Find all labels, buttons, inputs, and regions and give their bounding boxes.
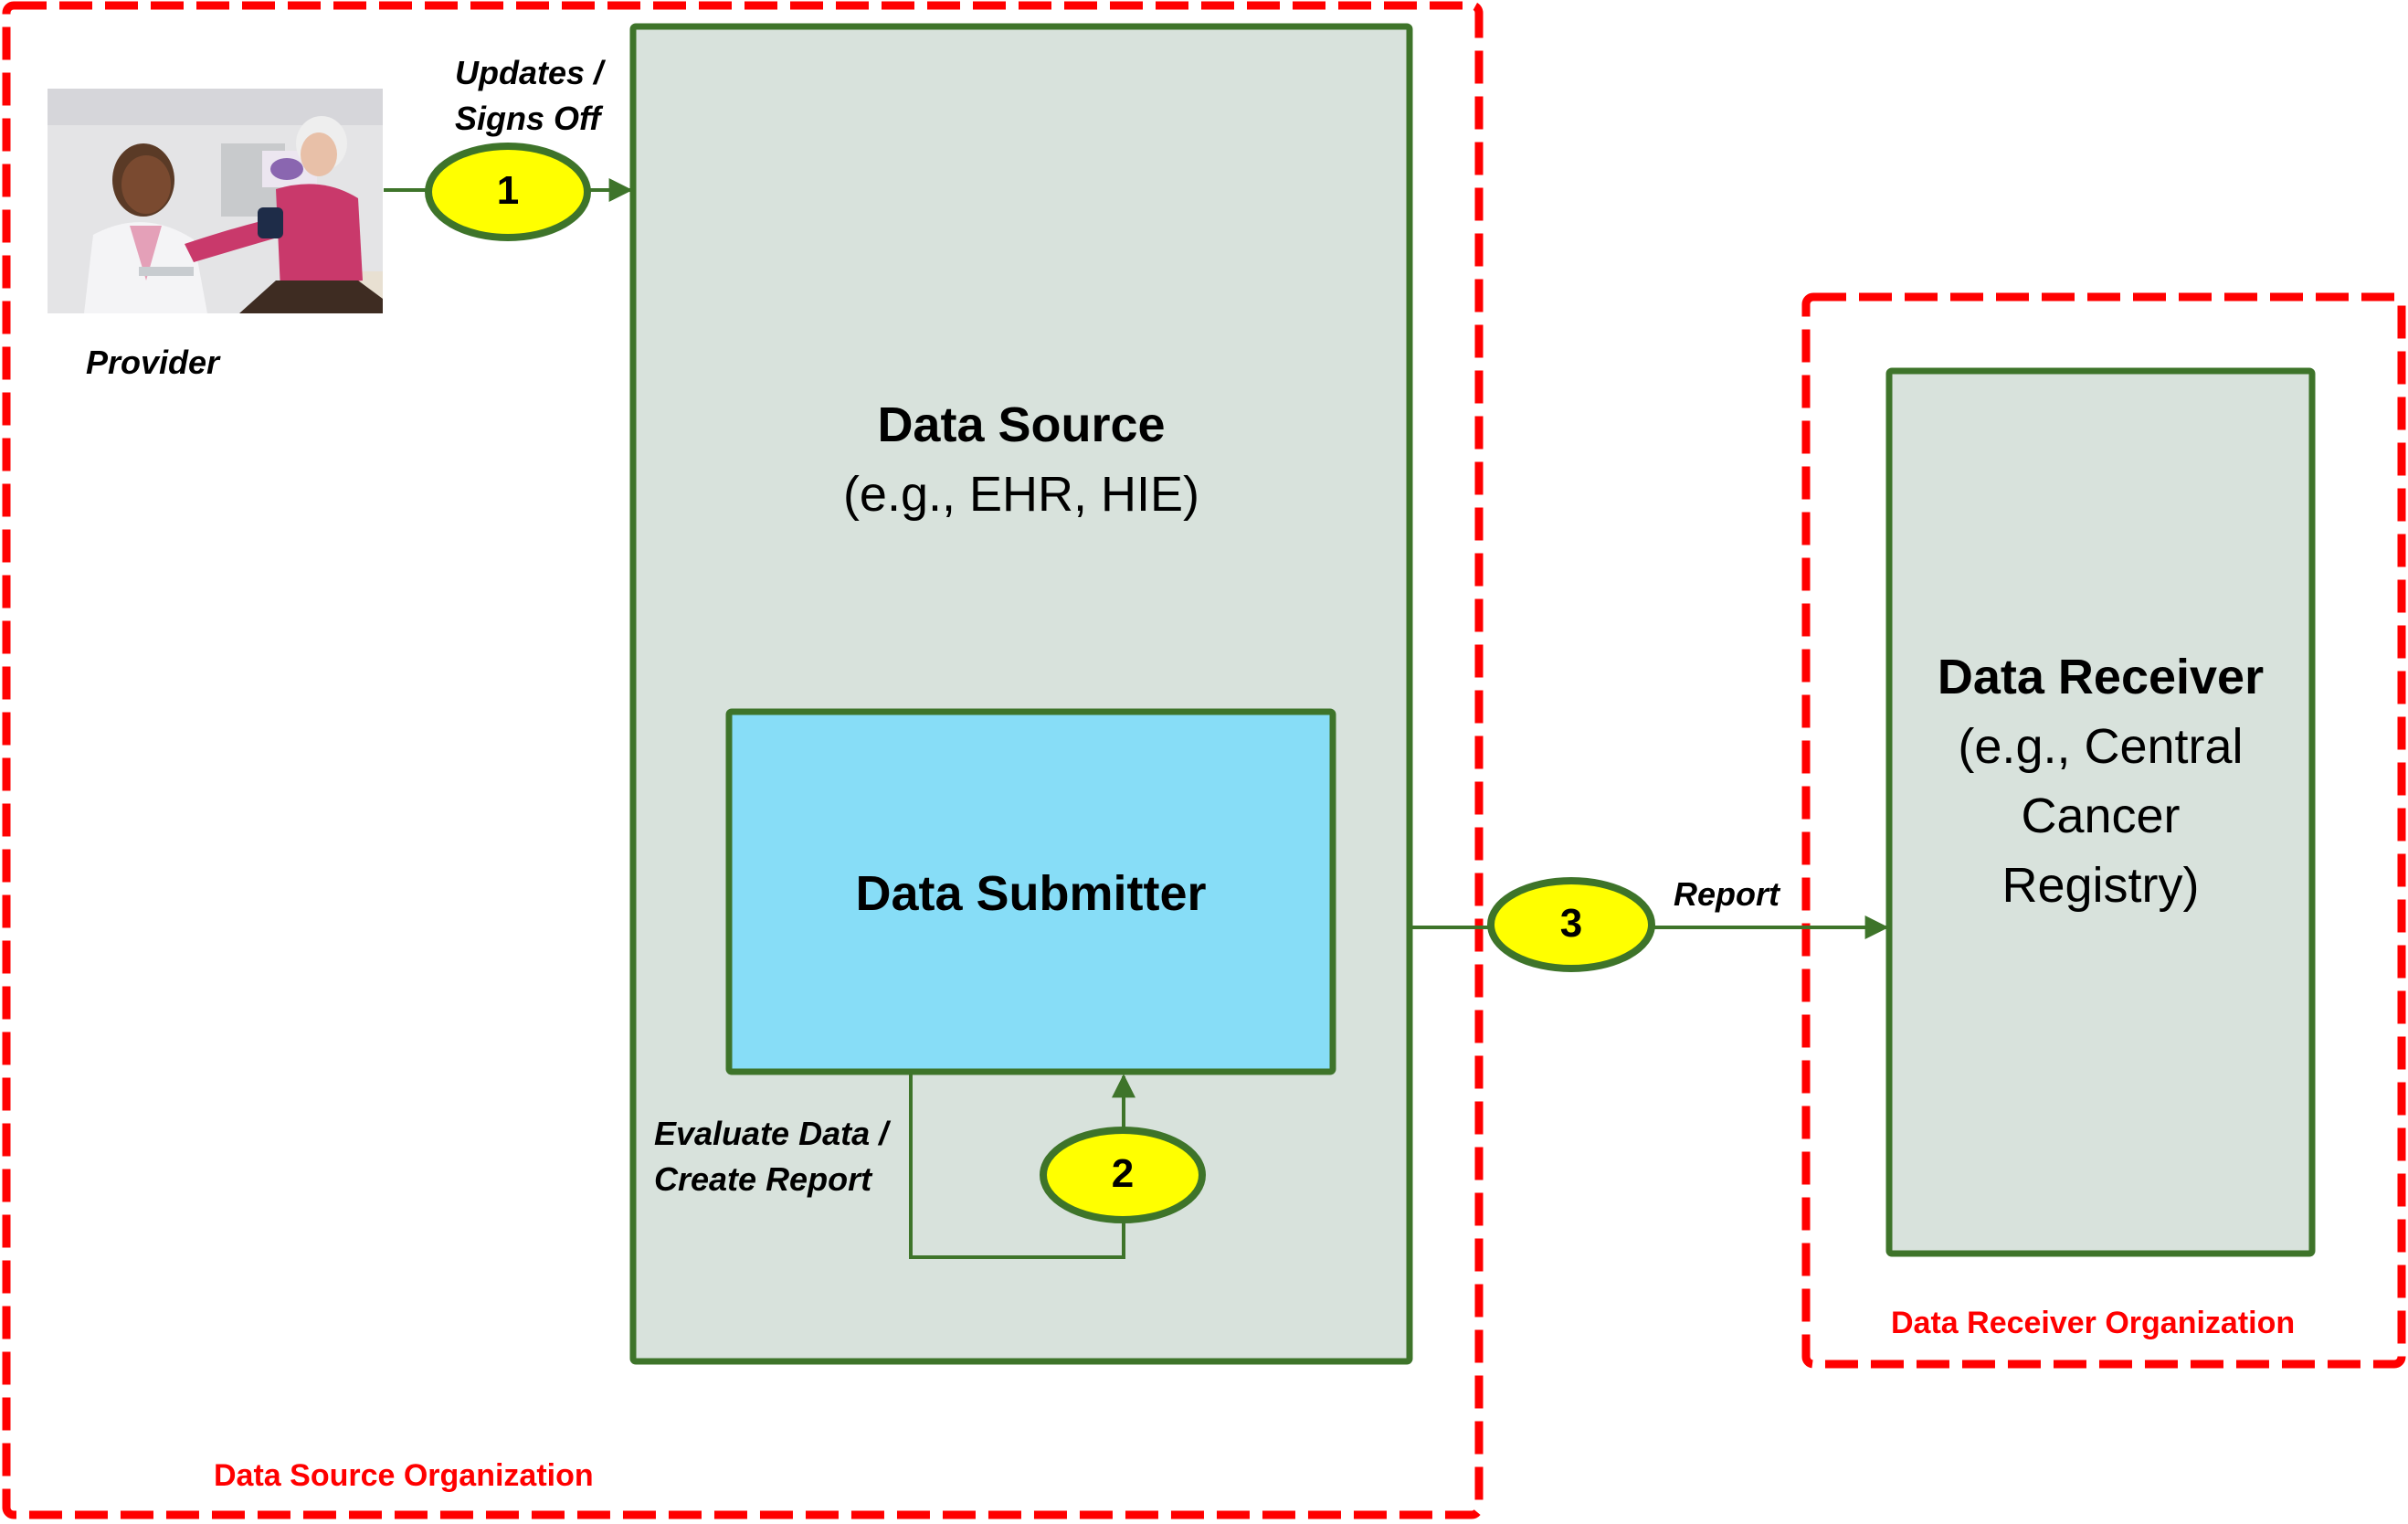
data-source-title: Data Source — [877, 397, 1166, 452]
step3-number: 3 — [1559, 901, 1583, 946]
data-receiver-organization-boundary — [1801, 292, 2406, 1369]
data-submitter-title: Data Submitter — [855, 866, 1207, 921]
provider-photo — [48, 89, 383, 313]
step1-label-line2: Signs Off — [455, 100, 601, 137]
data-source-organization-label: Data Source Organization — [214, 1458, 594, 1493]
step3-marker — [1487, 877, 1655, 972]
step3-label: Report — [1674, 875, 1780, 913]
data-receiver-organization-label: Data Receiver Organization — [1891, 1306, 2296, 1340]
step2-loop-connector — [909, 1071, 1125, 1259]
step1-marker — [425, 143, 591, 241]
data-receiver-subtitle-line1: (e.g., Central — [1958, 719, 2244, 774]
provider-label: Provider — [86, 344, 220, 381]
data-source-text: Data Source (e.g., EHR, HIE) — [633, 390, 1410, 529]
step2-number: 2 — [1111, 1151, 1135, 1196]
step2-marker — [1040, 1127, 1206, 1223]
data-receiver-subtitle-line2: Cancer — [2021, 788, 2181, 843]
step1-label-line1: Updates / — [455, 54, 604, 91]
step2-label: Evaluate Data / Create Report — [654, 1111, 888, 1202]
step1-label: Updates / Signs Off — [455, 50, 603, 142]
data-source-organization-boundary — [2, 1, 1484, 1519]
step2-label-line2: Create Report — [654, 1160, 872, 1198]
doctor-patient-illustration — [48, 89, 383, 313]
step2-label-line1: Evaluate Data / — [654, 1115, 889, 1152]
data-receiver-title: Data Receiver — [1937, 650, 2265, 704]
data-receiver-subtitle-line3: Registry) — [2001, 858, 2200, 913]
data-receiver-box[interactable] — [1885, 367, 2316, 1257]
data-submitter-box[interactable] — [725, 708, 1336, 1075]
data-source-subtitle: (e.g., EHR, HIE) — [842, 467, 1200, 522]
data-receiver-text: Data Receiver (e.g., Central Cancer Regi… — [1889, 642, 2312, 920]
step1-number: 1 — [496, 168, 520, 213]
